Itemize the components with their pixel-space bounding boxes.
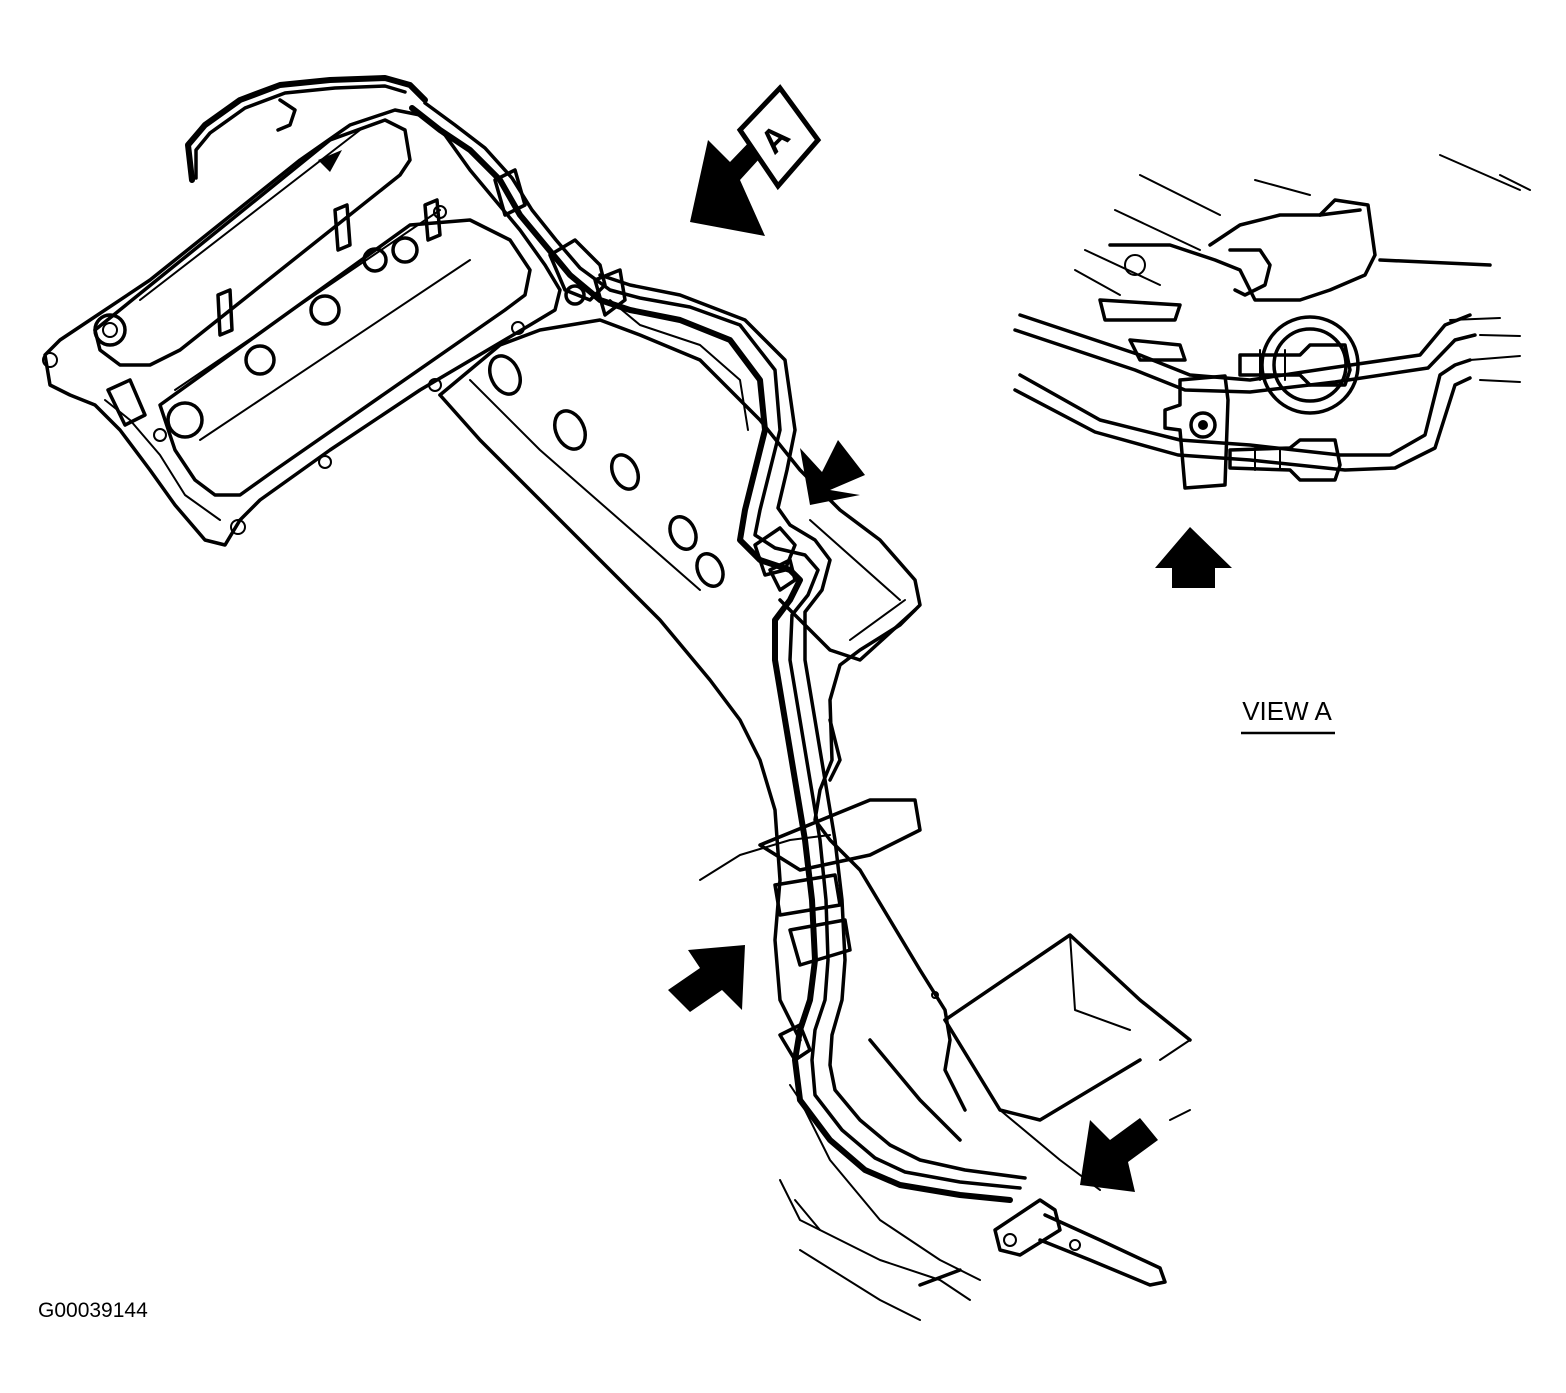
fender-apron [438, 318, 967, 1142]
breather-hose [185, 75, 428, 183]
callout-box-a: A [736, 84, 822, 191]
pointer-arrow-mid-left [668, 945, 745, 1012]
view-a-detail: VIEW A [1013, 154, 1531, 735]
body-panels-lower [779, 933, 1192, 1321]
fuel-return-line [598, 273, 1027, 1180]
fuel-feed-line [409, 101, 1022, 1203]
pointer-arrow-upper-right [800, 440, 865, 505]
view-a-caption: VIEW A [1242, 696, 1332, 726]
figure-id-label: G00039144 [38, 1299, 148, 1322]
fuel-line-clip-lower [778, 1023, 812, 1062]
fuel-line-connector-upper [493, 168, 627, 317]
engine-cam-cover [42, 108, 562, 547]
fuel-line-connector-mid [753, 526, 797, 592]
fuel-rail-fitting [993, 1198, 1167, 1287]
pointer-arrow-lower-right [1080, 1118, 1158, 1192]
